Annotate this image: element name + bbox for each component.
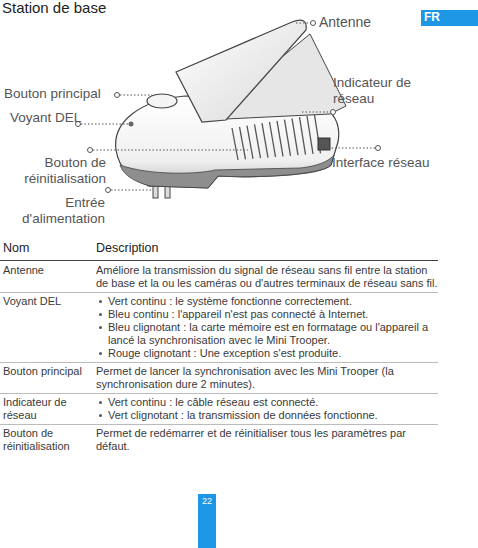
header-rule <box>0 260 438 261</box>
row-rule <box>0 292 438 293</box>
vent-fins <box>232 115 321 160</box>
part-label: Voyant DEL <box>10 110 110 126</box>
part-label: Interface réseau <box>332 155 472 171</box>
table-description-cell: Vert continu : le système fonctionne cor… <box>108 295 438 308</box>
table-name-cell: Bouton principal <box>3 365 83 378</box>
body-band <box>120 155 334 188</box>
main-button <box>147 94 177 108</box>
part-label: Indicateur de réseau <box>333 75 433 107</box>
part-label: Bouton de réinitialisation <box>0 155 106 187</box>
language-badge <box>421 10 478 26</box>
table-description-cell: Améliore la transmission du signal de ré… <box>96 264 438 290</box>
led <box>129 122 134 127</box>
table-name-cell: Bouton de réinitialisation <box>3 427 83 453</box>
table-header: Description <box>96 241 296 256</box>
table-name-cell: Voyant DEL <box>3 295 83 308</box>
table-description-cell: Bleu clignotant : la carte mémoire est e… <box>108 321 438 347</box>
page-title: Station de base <box>2 0 106 17</box>
table-name-cell: Indicateur de réseau <box>3 396 83 422</box>
table-name-cell: Antenne <box>3 264 83 277</box>
page-tab <box>198 494 216 548</box>
part-label: Antenne <box>319 14 399 31</box>
leader-lines <box>81 23 375 190</box>
table-header: Nom <box>3 241 83 256</box>
row-rule <box>0 424 438 425</box>
table-description-cell: Bleu continu : l'appareil n'est pas conn… <box>108 308 438 321</box>
table-description-cell: Permet de redémarrer et de réinitialiser… <box>96 427 438 453</box>
row-rule <box>0 362 438 363</box>
language-badge-text: FR <box>424 10 474 24</box>
table-description-cell: Rouge clignotant : Une exception s'est p… <box>108 347 438 360</box>
table-description-cell: Vert continu : le câble réseau est conne… <box>108 396 438 409</box>
part-label: Entrée d'alimentation <box>0 195 105 227</box>
antenna <box>176 20 306 122</box>
row-rule <box>0 393 438 394</box>
part-label: Bouton principal <box>4 86 116 102</box>
table-description-cell: Permet de lancer la synchronisation avec… <box>96 365 438 391</box>
page-number: 22 <box>198 496 216 507</box>
table-description-cell: Vert clignotant : la transmission de don… <box>108 409 438 422</box>
